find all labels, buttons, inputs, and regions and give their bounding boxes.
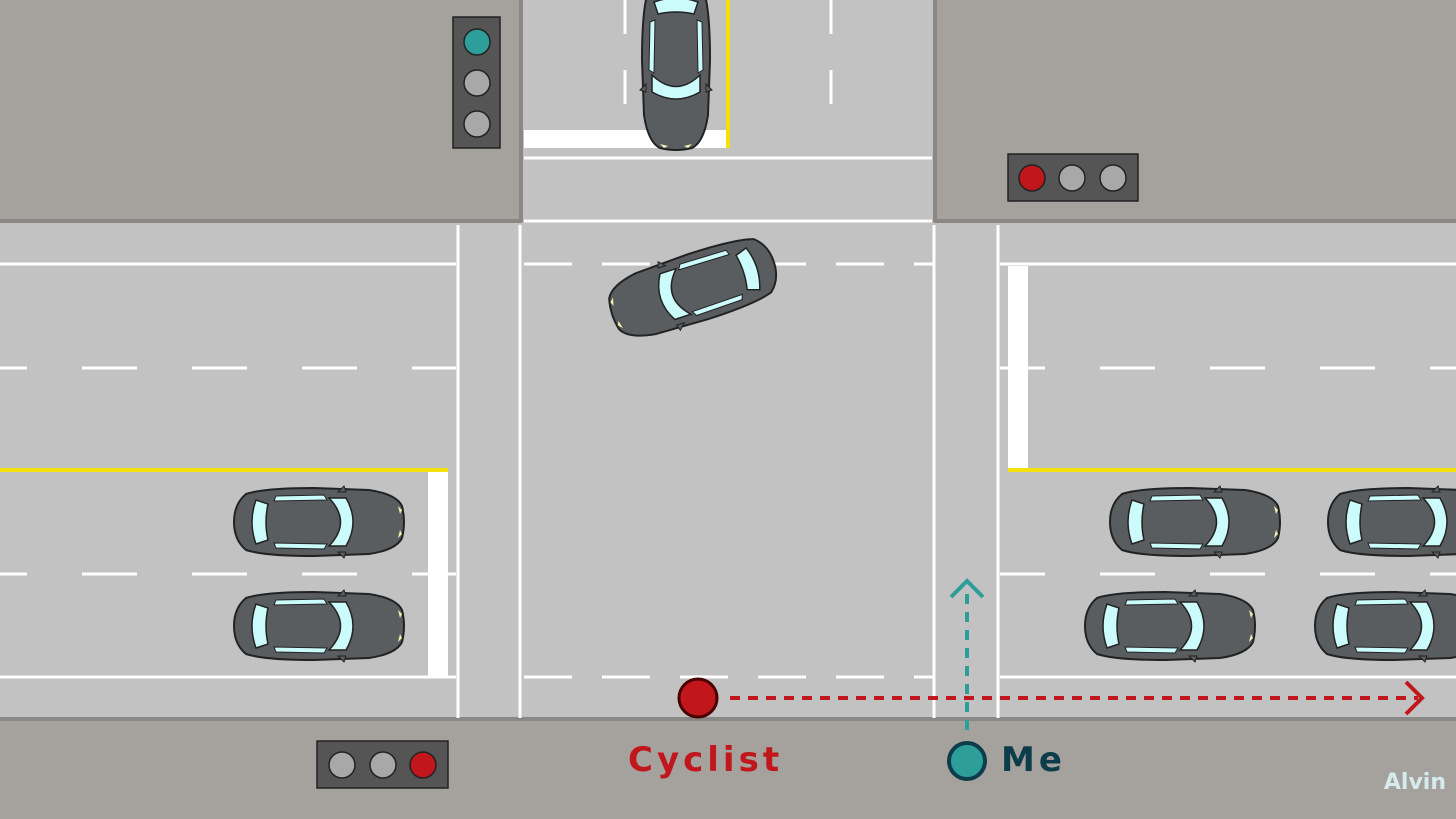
car-east-2 [1327,485,1456,559]
north-signal [452,16,501,149]
south-signal [316,740,449,789]
car-west-1 [233,485,405,559]
me-marker [947,741,987,781]
east-stop-bar [1008,266,1028,468]
me-arrow-icon [949,578,985,599]
sidewalk-nw [0,0,522,222]
west-stop-bar [428,472,448,677]
cyclist-marker [677,677,719,719]
sidewalk-south [0,718,1456,819]
cyclist-arrow-icon [1404,680,1425,716]
me-label: Me [1001,740,1066,780]
car-west-2 [233,589,405,663]
east-signal [1007,153,1139,202]
cyclist-label: Cyclist [628,740,784,780]
car-north-1 [640,0,712,150]
car-east-1 [1109,485,1281,559]
car-east-4 [1314,589,1456,663]
credit-label: Alvin [1383,770,1446,795]
car-east-3 [1084,589,1256,663]
